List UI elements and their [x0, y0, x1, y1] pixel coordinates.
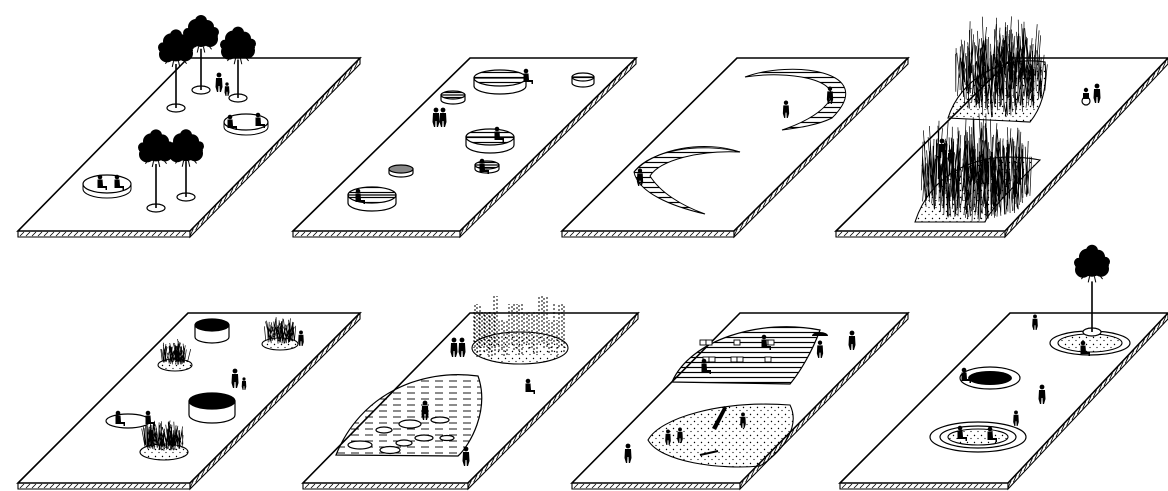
panel-planters-and-pools	[18, 313, 360, 489]
seat-top	[475, 161, 499, 169]
stepping-stone	[399, 420, 421, 428]
panel-trees-and-ring-benches	[18, 15, 360, 237]
seat-top	[572, 73, 594, 81]
sunken-ring	[960, 367, 1020, 389]
cafe-table	[700, 340, 706, 345]
tree-foliage	[150, 129, 162, 141]
cafe-table	[706, 340, 712, 345]
seat-top	[474, 70, 526, 86]
round-pool	[195, 319, 229, 343]
tree-foliage	[195, 15, 207, 27]
seat-top	[189, 393, 235, 409]
panel-playground-and-cafe	[572, 313, 908, 489]
tree-leaf	[178, 61, 179, 67]
tree-foliage	[170, 29, 182, 41]
seat-top	[389, 165, 413, 173]
panel-tall-grass-meadows	[836, 16, 1168, 237]
island-soil	[1058, 334, 1122, 352]
cafe-table	[731, 357, 737, 362]
round-seat	[348, 187, 396, 211]
tree-leaf	[172, 61, 173, 67]
ring-sand	[948, 429, 1008, 445]
slab-top-surface	[18, 313, 360, 483]
cafe-table	[709, 357, 715, 362]
ring-bench	[106, 414, 150, 428]
stepping-stone	[431, 417, 449, 423]
tree-leaf	[203, 47, 204, 53]
water-pond	[336, 375, 482, 456]
slab-front-edge	[572, 483, 740, 489]
round-pool	[189, 393, 235, 423]
seat-top	[195, 319, 229, 331]
stepping-stone	[348, 441, 372, 449]
sunken-ring	[930, 422, 1026, 452]
cafe-table	[765, 357, 771, 362]
tree-foliage	[180, 129, 192, 141]
tree-foliage	[232, 27, 244, 39]
stepping-stone	[396, 440, 412, 446]
round-seat	[572, 73, 594, 87]
stepping-stone	[380, 447, 400, 454]
round-seat	[389, 165, 413, 177]
tree-leaf	[197, 47, 198, 53]
tree-leaf	[1094, 276, 1095, 282]
tree-leaf	[1088, 276, 1089, 282]
tree-foliage	[1086, 245, 1098, 257]
slab-front-edge	[840, 483, 1008, 489]
cafe-table	[734, 340, 740, 345]
seat-top	[348, 187, 396, 203]
stepping-stone	[376, 427, 392, 433]
seat-top	[441, 91, 465, 99]
panel-sunken-rings-and-tree-island	[840, 245, 1168, 489]
ring-hole	[968, 371, 1012, 385]
seat-top	[466, 129, 514, 145]
round-seat	[441, 91, 465, 104]
cafe-table	[768, 340, 774, 345]
stepping-stone	[440, 436, 454, 441]
round-seat	[466, 129, 514, 153]
cafe-table	[737, 357, 743, 362]
round-seat	[474, 70, 526, 94]
stepping-stone	[415, 435, 433, 441]
